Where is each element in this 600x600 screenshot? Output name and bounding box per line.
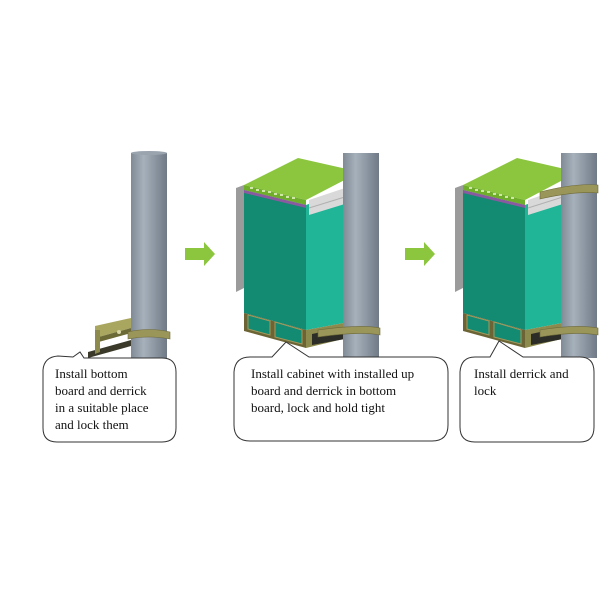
cabinet-front bbox=[244, 190, 306, 330]
pole-clamp bbox=[127, 329, 171, 340]
pole bbox=[343, 153, 379, 358]
callout-bubble-3 bbox=[459, 340, 595, 443]
cabinet-top bbox=[244, 158, 360, 200]
pole-clamp-bottom bbox=[539, 326, 599, 338]
step-3-illustration bbox=[455, 153, 599, 358]
right-arrow-icon bbox=[185, 242, 215, 266]
pole-clamp bbox=[317, 326, 381, 338]
step-3-caption: Install derrick and lock bbox=[474, 366, 569, 398]
step-1-caption: Install bottom board and derrick in a su… bbox=[55, 366, 149, 432]
right-arrow-icon bbox=[405, 242, 435, 266]
bottom-board-bracket bbox=[88, 318, 131, 358]
callout-bubble-1 bbox=[42, 351, 177, 443]
cabinet-top bbox=[463, 158, 578, 200]
pole-clamp-top bbox=[539, 184, 599, 200]
step-1-illustration bbox=[88, 151, 171, 363]
step-2-caption: Install cabinet with installed up board … bbox=[251, 366, 415, 415]
step-2-illustration bbox=[236, 153, 381, 358]
cabinet-front bbox=[463, 190, 525, 330]
pole bbox=[131, 153, 167, 363]
callout-bubble-2 bbox=[233, 341, 449, 442]
